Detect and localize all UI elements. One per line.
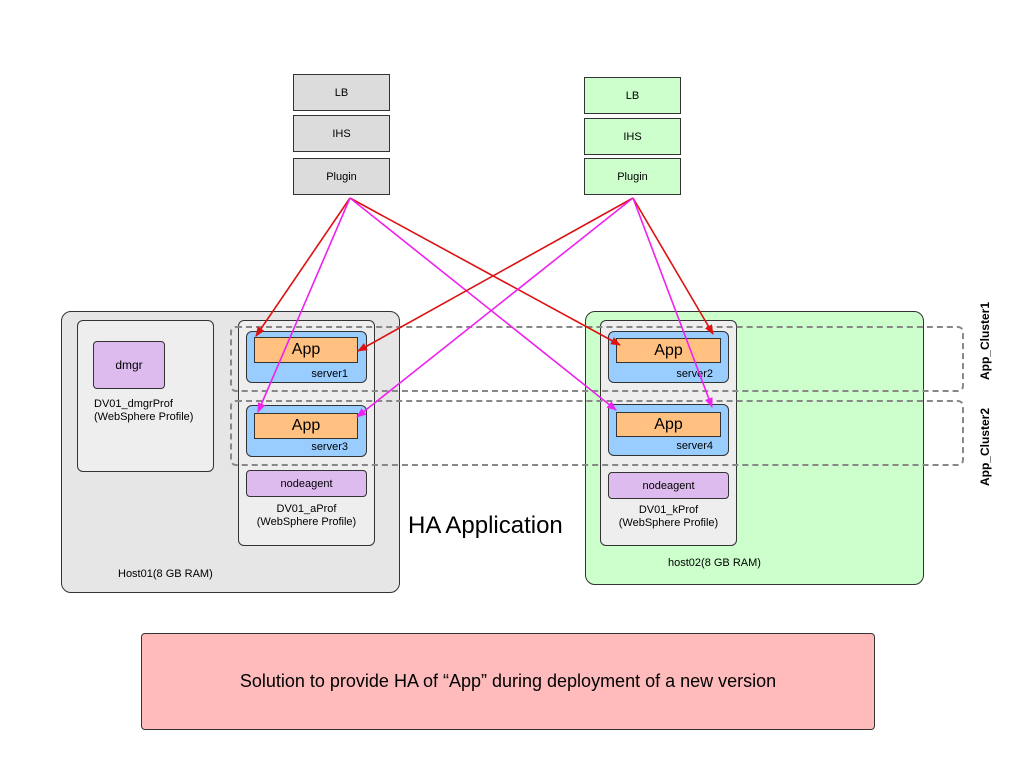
right-ihs-label: IHS <box>623 130 642 143</box>
left-plugin-box: Plugin <box>293 158 390 195</box>
app-cluster1-box <box>230 326 964 392</box>
host02-nodeagent-label: nodeagent <box>642 479 695 492</box>
server1-label: server1 <box>311 368 348 380</box>
server2-label: server2 <box>676 368 713 380</box>
host02-app-profile-name: DV01_kProf <box>638 504 699 516</box>
arrow-right-plugin-to-server4 <box>632 197 713 408</box>
right-plugin-box: Plugin <box>584 158 681 195</box>
left-ihs-box: IHS <box>293 115 390 152</box>
server2-app-box: App <box>616 338 721 363</box>
server1-app-label: App <box>291 341 321 358</box>
dmgr-profile-name: DV01_dmgrProf <box>94 398 173 410</box>
arrow-left-plugin-to-server3 <box>257 197 351 413</box>
dmgr-box: dmgr <box>93 341 165 389</box>
server3-label: server3 <box>311 441 348 453</box>
dmgr-label: dmgr <box>115 358 143 372</box>
dmgr-profile-type: (WebSphere Profile) <box>94 411 194 423</box>
host02-app-profile-caption: DV01_kProf (WebSphere Profile) <box>600 504 737 530</box>
server4-app-label: App <box>654 415 683 433</box>
right-lb-label: LB <box>625 89 640 102</box>
left-plugin-label: Plugin <box>326 170 357 183</box>
host02-label: host02(8 GB RAM) <box>668 557 761 569</box>
host01-nodeagent-box: nodeagent <box>246 470 367 497</box>
server1-app-box: App <box>254 337 358 363</box>
server3-app-box: App <box>254 413 358 439</box>
server3-app-label: App <box>291 417 321 434</box>
host02-nodeagent-box: nodeagent <box>608 472 729 499</box>
arrow-left-plugin-to-server2 <box>349 197 621 346</box>
host01-app-profile-caption: DV01_aProf (WebSphere Profile) <box>238 503 375 529</box>
right-plugin-label: Plugin <box>617 170 648 183</box>
arrow-right-plugin-to-server1 <box>357 197 634 352</box>
arrow-right-plugin-to-server2 <box>632 197 714 335</box>
host02-app-profile-type: (WebSphere Profile) <box>618 517 719 529</box>
left-lb-label: LB <box>334 86 349 99</box>
app-cluster2-box <box>230 400 964 466</box>
host01-nodeagent-label: nodeagent <box>280 477 333 490</box>
right-lb-box: LB <box>584 77 681 114</box>
dmgr-profile-caption: DV01_dmgrProf (WebSphere Profile) <box>94 398 193 424</box>
solution-banner-text: Solution to provide HA of “App” during d… <box>239 671 777 691</box>
right-ihs-box: IHS <box>584 118 681 155</box>
server2-app-label: App <box>654 341 683 359</box>
host01-label: Host01(8 GB RAM) <box>118 568 213 580</box>
ha-application-title: HA Application <box>408 512 563 539</box>
arrow-left-plugin-to-server1 <box>255 197 351 337</box>
host01-app-profile-name: DV01_aProf <box>276 503 337 515</box>
host01-app-profile-type: (WebSphere Profile) <box>256 516 357 528</box>
arrow-left-plugin-to-server4 <box>349 197 617 411</box>
server4-app-box: App <box>616 412 721 437</box>
server4-label: server4 <box>676 440 713 452</box>
arrow-right-plugin-to-server3 <box>356 197 634 418</box>
solution-banner: Solution to provide HA of “App” during d… <box>141 633 875 730</box>
left-lb-box: LB <box>293 74 390 111</box>
left-ihs-label: IHS <box>332 127 351 140</box>
